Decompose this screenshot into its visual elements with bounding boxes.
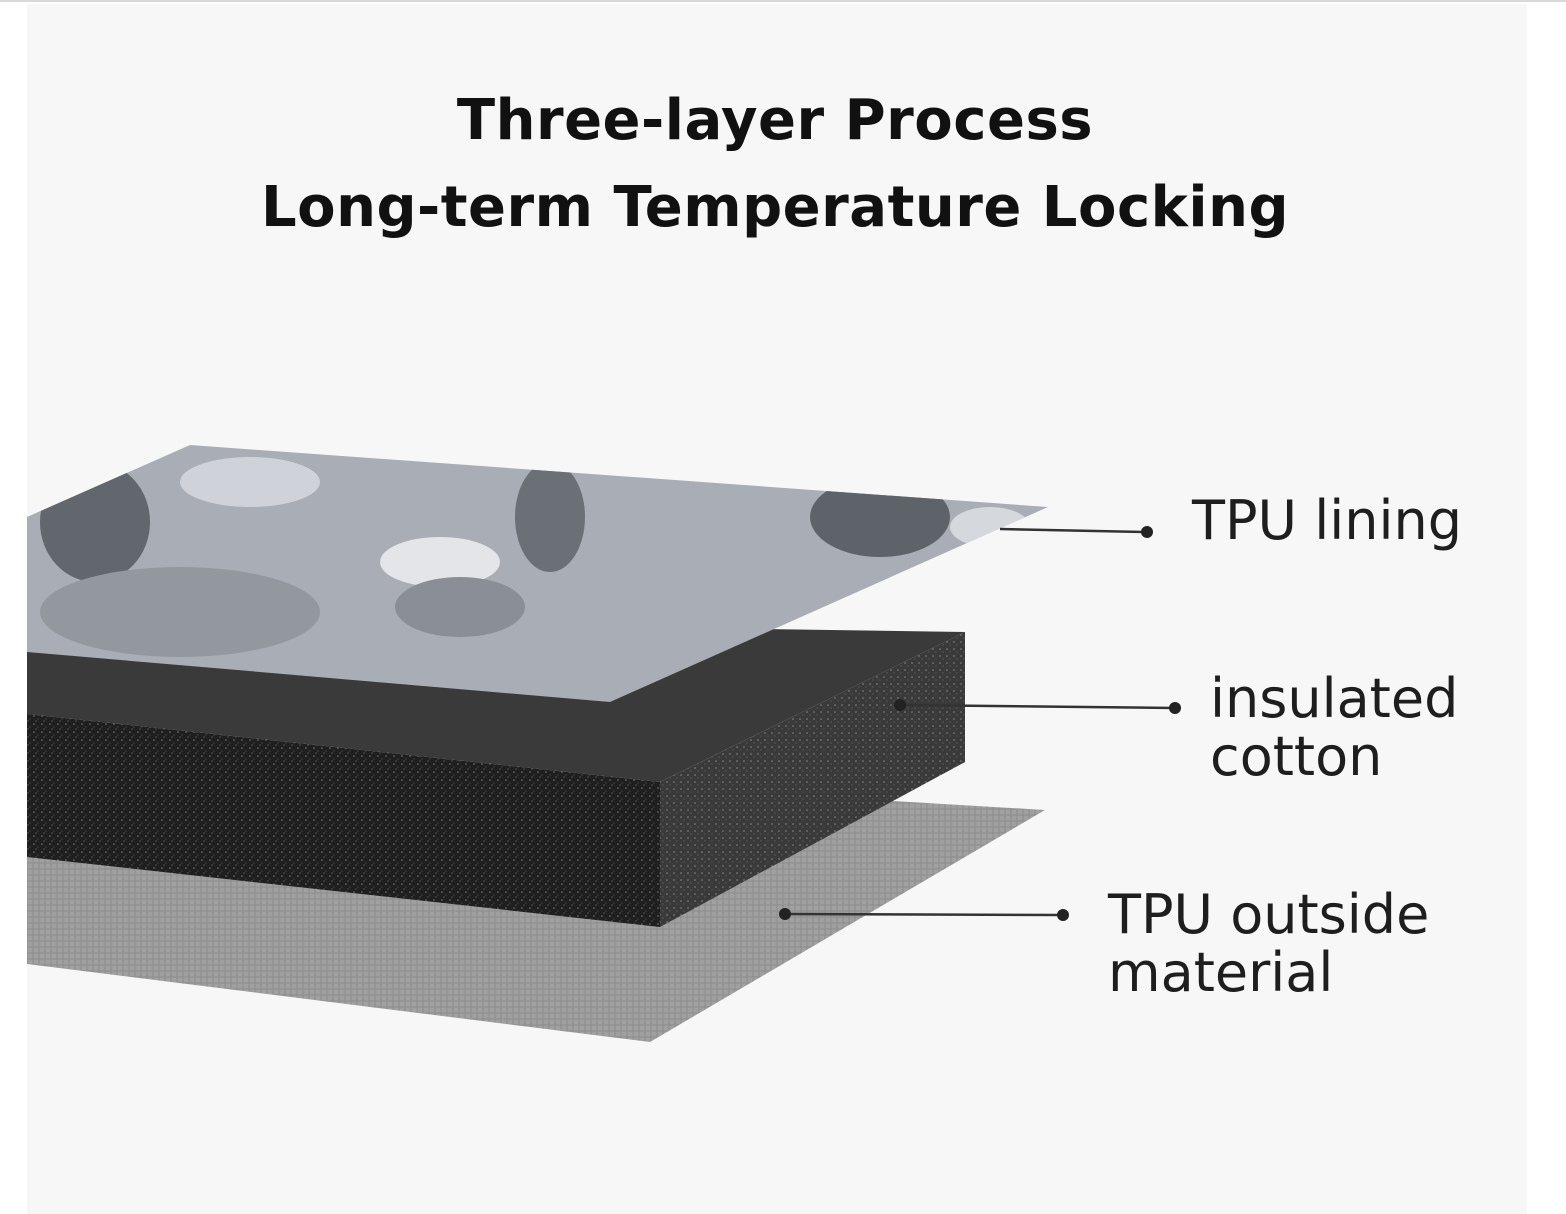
leader-line-insulated-cotton (899, 703, 1176, 710)
label-insulated-cotton: insulated cotton (1210, 670, 1458, 786)
label-line: insulated (1210, 667, 1459, 730)
leader-dot (1141, 526, 1153, 538)
tpu-lining-sheet (27, 445, 1048, 702)
leader-dot (779, 908, 791, 920)
label-line: material (1108, 941, 1334, 1004)
leader-dot (894, 699, 906, 711)
leader-line-tpu-outside (784, 912, 1064, 917)
leader-dot (1169, 702, 1181, 714)
title-line-1: Three-layer Process (456, 88, 1094, 153)
label-line: TPU outside (1108, 883, 1430, 946)
label-line: TPU lining (1192, 489, 1462, 552)
leader-dot (1057, 909, 1069, 921)
title-line-2: Long-term Temperature Locking (260, 175, 1290, 240)
label-tpu-outside: TPU outside material (1108, 886, 1429, 1002)
leader-line-tpu-lining (999, 527, 1148, 534)
label-tpu-lining: TPU lining (1192, 492, 1462, 550)
label-line: cotton (1210, 725, 1383, 788)
insulated-cotton-block (27, 622, 965, 927)
